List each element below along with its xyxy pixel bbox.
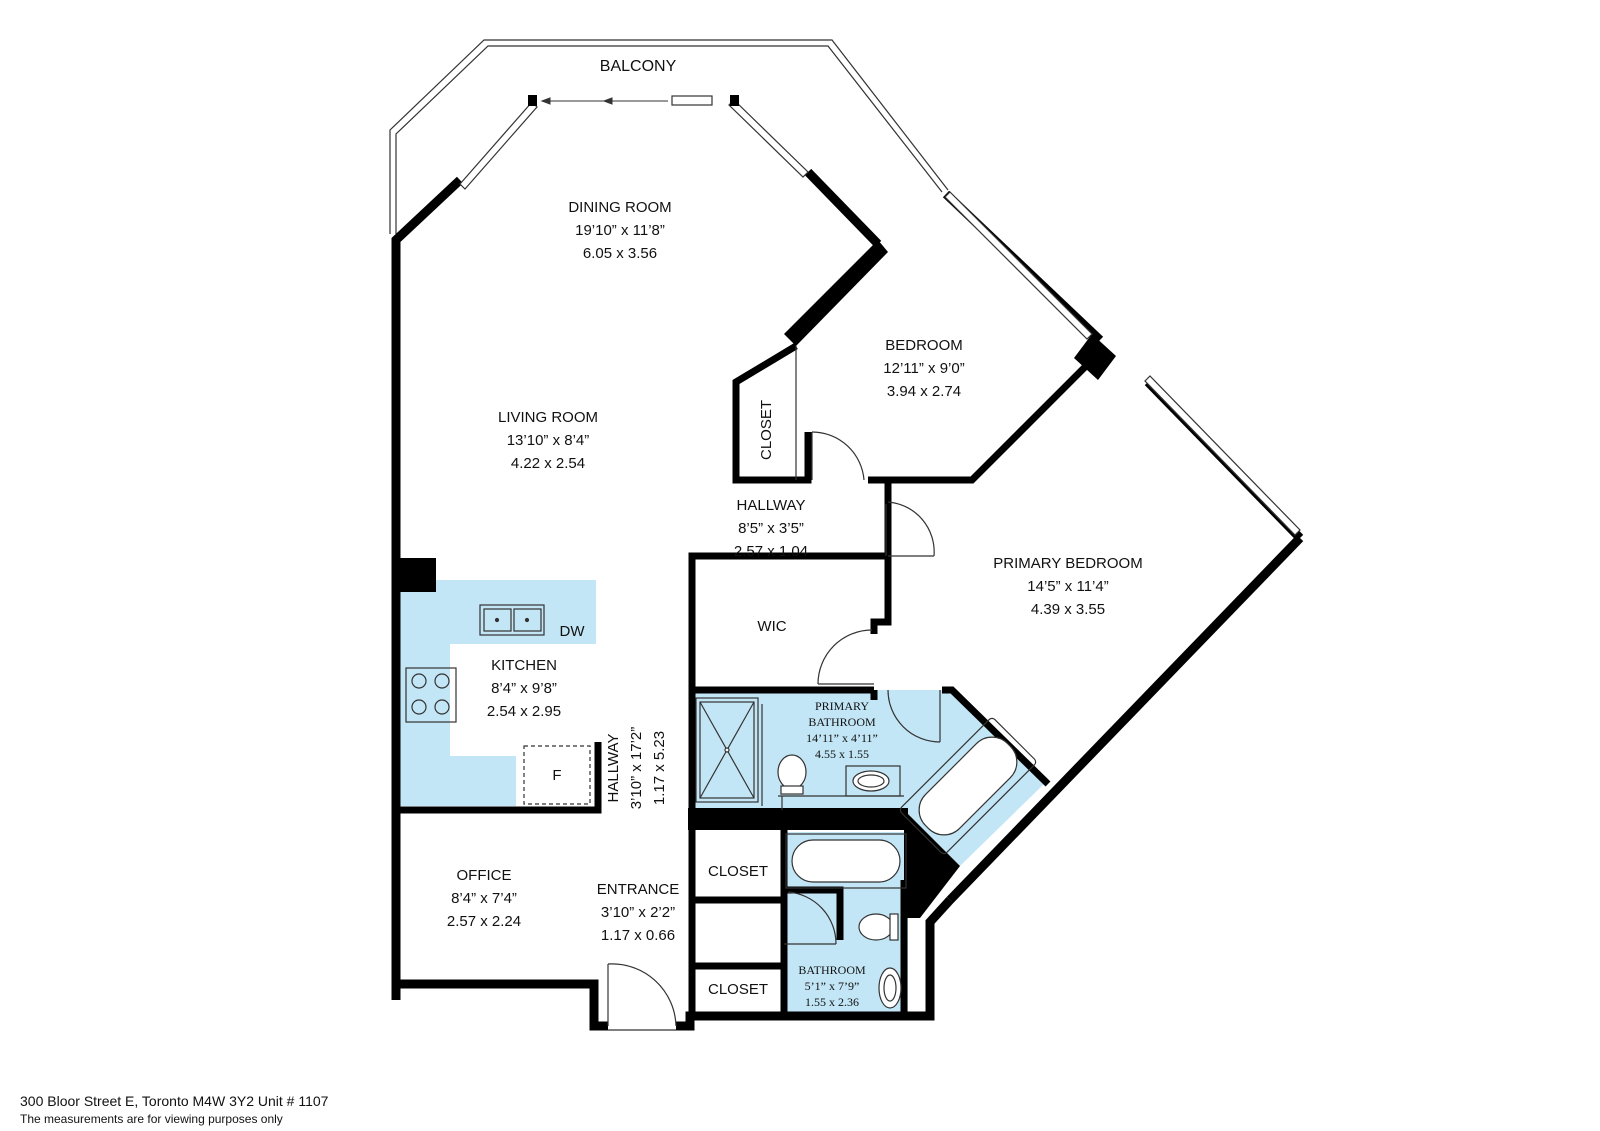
kitchen-counter <box>398 577 596 806</box>
bedroom-metric: 3.94 x 2.74 <box>887 383 961 400</box>
bedroom-name: BEDROOM <box>885 337 963 354</box>
window-posts <box>528 95 739 106</box>
measurement-disclaimer: The measurements are for viewing purpose… <box>20 1112 283 1126</box>
primary-bathroom-name-2: BATHROOM <box>808 715 876 729</box>
entrance-imperial: 3’10” x 2’2” <box>601 904 675 921</box>
office-imperial: 8’4” x 7’4” <box>451 890 517 907</box>
room-labels: BALCONY DINING ROOM 19’10” x 11’8” 6.05 … <box>447 58 1143 1009</box>
balcony-outline <box>389 39 949 234</box>
dishwasher-label: DW <box>560 623 586 640</box>
living-room-name: LIVING ROOM <box>498 409 598 426</box>
dining-room-name: DINING ROOM <box>568 199 671 216</box>
property-address: 300 Bloor Street E, Toronto M4W 3Y2 Unit… <box>20 1093 329 1109</box>
kitchen-imperial: 8’4” x 9’8” <box>491 680 557 697</box>
windows <box>459 95 1301 536</box>
door-swings <box>607 431 941 1031</box>
bathroom-metric: 1.55 x 2.36 <box>805 995 859 1009</box>
wic-label: WIC <box>757 618 786 635</box>
hallway-vertical-name: HALLWAY <box>605 734 622 803</box>
stove-icon <box>405 667 457 723</box>
bathroom-tub-icon <box>785 833 907 889</box>
bedroom-closet-label: CLOSET <box>758 400 775 460</box>
fixtures <box>405 604 1037 1009</box>
office-name: OFFICE <box>457 867 512 884</box>
bathtub-icon <box>899 717 1037 855</box>
shower-icon <box>695 697 759 803</box>
bathroom-sink-icon <box>878 967 902 1009</box>
vanity-sink-icon <box>845 765 901 797</box>
bathroom-toilet-icon <box>858 913 899 941</box>
hallway-upper-metric: 2.57 x 1.04 <box>734 543 808 560</box>
dining-room-imperial: 19’10” x 11’8” <box>575 222 665 239</box>
bedroom-imperial: 12’11” x 9’0” <box>883 360 964 377</box>
bathroom-name: BATHROOM <box>798 963 866 977</box>
primary-bedroom-name: PRIMARY BEDROOM <box>993 555 1142 572</box>
hallway-vertical-metric: 1.17 x 5.23 <box>651 731 668 805</box>
kitchen-name: KITCHEN <box>491 657 557 674</box>
balcony-label: BALCONY <box>600 58 677 75</box>
hallway-vertical-imperial: 3’10” x 17’2” <box>628 727 645 810</box>
kitchen-sink-icon <box>479 604 545 636</box>
primary-bedroom-imperial: 14’5” x 11’4” <box>1027 578 1108 595</box>
primary-bathroom-name-1: PRIMARY <box>815 699 869 713</box>
heavy-walls <box>398 240 1116 918</box>
office-metric: 2.57 x 2.24 <box>447 913 521 930</box>
primary-bathroom-imperial: 14’11” x 4’11” <box>806 731 878 745</box>
kitchen-metric: 2.54 x 2.95 <box>487 703 561 720</box>
interior-walls <box>398 342 1095 1016</box>
dining-room-metric: 6.05 x 3.56 <box>583 245 657 262</box>
hallway-upper-imperial: 8’5” x 3’5” <box>738 520 804 537</box>
closet-upper-label: CLOSET <box>708 863 768 880</box>
fridge-label: F <box>552 767 561 784</box>
primary-bathroom-metric: 4.55 x 1.55 <box>815 747 869 761</box>
toilet-icon <box>777 754 807 795</box>
entrance-metric: 1.17 x 0.66 <box>601 927 675 944</box>
living-room-imperial: 13’10” x 8’4” <box>507 432 590 449</box>
bathroom-imperial: 5’1” x 7’9” <box>805 979 860 993</box>
living-room-metric: 4.22 x 2.54 <box>511 455 585 472</box>
closet-lower-label: CLOSET <box>708 981 768 998</box>
hallway-upper-name: HALLWAY <box>737 497 806 514</box>
fridge-icon <box>523 745 591 805</box>
primary-bedroom-metric: 4.39 x 3.55 <box>1031 601 1105 618</box>
entrance-name: ENTRANCE <box>597 881 680 898</box>
sliding-door-arrows <box>540 97 668 105</box>
